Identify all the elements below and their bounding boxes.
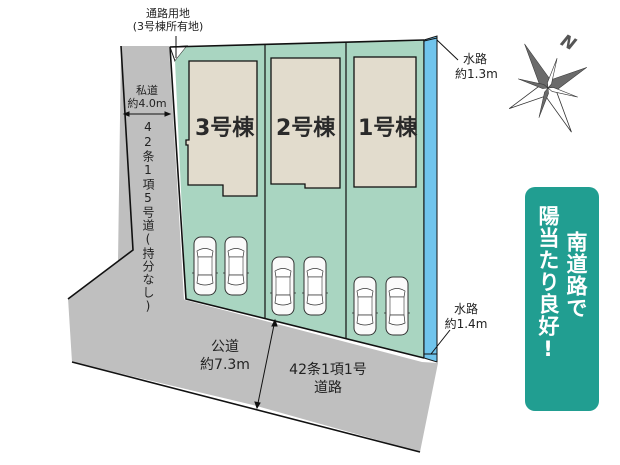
badge-text-col1: 南道路で xyxy=(564,231,588,319)
waterway xyxy=(423,35,438,363)
public-road-classification: 42条1項1号 道路 xyxy=(268,361,388,397)
car-icon xyxy=(351,276,379,336)
public-road xyxy=(68,250,438,452)
access-land-label: 通路用地 (3号棟所有地) xyxy=(118,7,218,33)
car-icon xyxy=(269,256,297,316)
private-road-classification: 42条1項5号道(持分なし) xyxy=(141,120,155,314)
car-icon xyxy=(383,276,411,336)
waterway-north-label: 水路 約1.3m xyxy=(455,52,498,82)
public-road-class-line2: 道路 xyxy=(314,380,342,396)
car-icon xyxy=(191,236,219,296)
access-land-title: 通路用地 xyxy=(146,7,190,20)
building-3-label: 3号棟 xyxy=(195,116,255,141)
sunlight-badge: 南道路で 陽当たり良好! xyxy=(525,187,599,411)
badge-text-col2: 陽当たり良好! xyxy=(536,205,560,362)
buildings xyxy=(185,56,417,197)
car-icon xyxy=(222,236,250,296)
building-2-footprint xyxy=(270,57,341,189)
building-3-footprint xyxy=(185,60,258,197)
dimension-lines xyxy=(122,36,459,410)
public-road-class-line1: 42条1項1号 xyxy=(289,362,367,378)
building-2-label: 2号棟 xyxy=(276,116,336,141)
private-road-title: 私道 xyxy=(136,84,158,97)
waterway-south-title: 水路 xyxy=(453,302,478,316)
compass-rose-icon xyxy=(508,43,588,133)
public-road-width: 約7.3m xyxy=(200,357,250,373)
car-icon xyxy=(301,256,329,316)
private-road xyxy=(68,46,184,300)
waterway-north-width: 約1.3m xyxy=(455,67,498,81)
waterway-north-title: 水路 xyxy=(462,52,487,66)
waterway-south-width: 約1.4m xyxy=(444,317,488,331)
access-land-owner: (3号棟所有地) xyxy=(132,20,204,33)
private-road-width-label: 私道 約4.0m xyxy=(121,84,173,110)
private-road-width: 約4.0m xyxy=(127,97,167,110)
waterway-south-label: 水路 約1.4m xyxy=(444,302,488,332)
building-1-footprint xyxy=(353,56,417,188)
public-road-width-label: 公道 約7.3m xyxy=(190,338,260,374)
building-1-label: 1号棟 xyxy=(358,116,418,141)
public-road-title: 公道 xyxy=(211,339,239,355)
